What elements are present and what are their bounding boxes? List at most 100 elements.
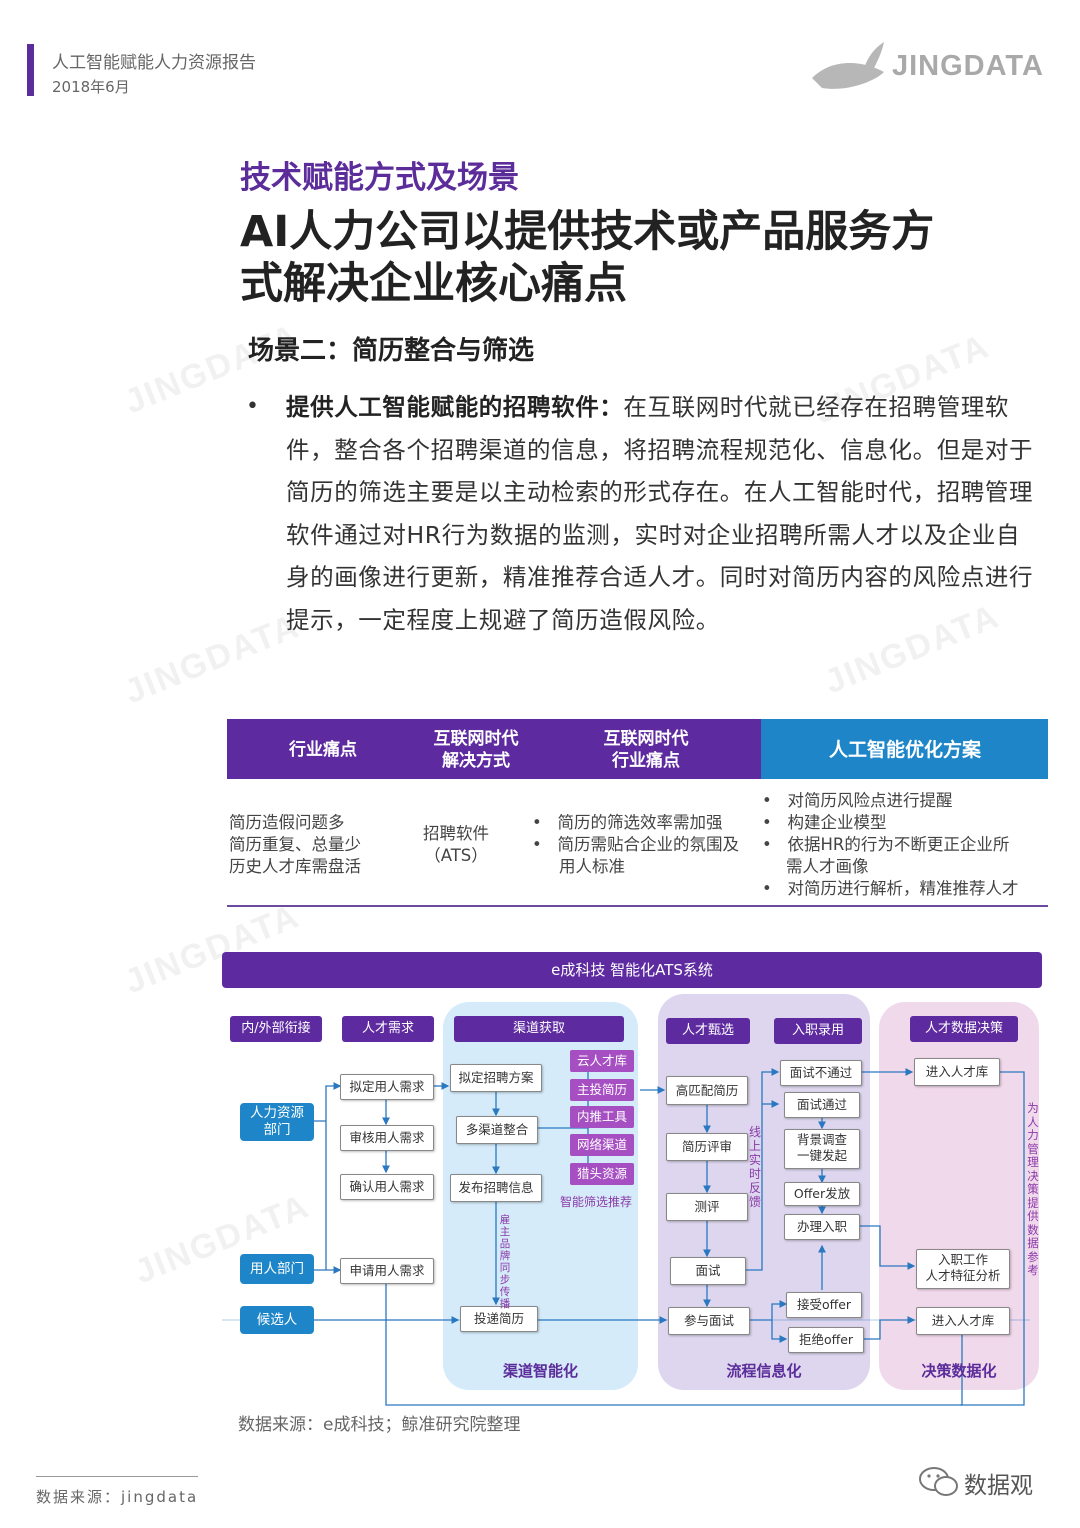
diagram-title: e成科技 智能化ATS系统 [222, 952, 1042, 988]
col-header-internet-solution: 互联网时代 解决方式 [406, 728, 546, 772]
node-submit-resume: 投递简历 [460, 1306, 538, 1332]
section-title: 技术赋能方式及场景 [240, 160, 519, 196]
list-item: 依据HR的行为不断更正企业所 [787, 835, 1010, 854]
col-header-line: 互联网时代 [433, 729, 519, 749]
node-draft-plan: 拟定招聘方案 [450, 1064, 542, 1092]
list-item: 用人标准 [559, 857, 625, 876]
list-item: 对简历风险点进行提醒 [787, 791, 953, 810]
ai-solution-cell: • 对简历风险点进行提醒 • 构建企业模型 • 依据HR的行为不断更正企业所 需… [762, 790, 1018, 900]
bullet-text: 在互联网时代就已经存在招聘管理软件，整合各个招聘渠道的信息，将招聘流程规范化、信… [286, 393, 1034, 634]
list-item: 招聘软件 [423, 824, 489, 843]
node-label: 人才特征分析 [925, 1268, 1001, 1283]
node-high-match: 高匹配简历 [666, 1076, 748, 1105]
node-review-demand: 审核用人需求 [340, 1125, 434, 1151]
node-reject-offer: 拒绝offer [788, 1327, 864, 1353]
actor-hr-department: 人力资源 部门 [240, 1103, 314, 1141]
internet-solution-cell: 招聘软件 （ATS） [412, 823, 500, 867]
table-header [227, 719, 761, 779]
node-background-check: 背景调查 一键发起 [784, 1129, 860, 1169]
bullet-heading: 提供人工智能赋能的招聘软件： [286, 393, 624, 421]
bullet-icon: • [246, 394, 259, 419]
node-talent-pool: 进入人才库 [914, 1058, 1000, 1086]
list-item: 对简历进行解析，精准推荐人才 [787, 879, 1019, 898]
node-draft-demand: 拟定用人需求 [340, 1074, 434, 1100]
sync-label: 雇主品牌同步传播 [499, 1214, 511, 1310]
actor-employing-department: 用人部门 [240, 1254, 314, 1284]
col-header-line: 解决方式 [442, 751, 510, 771]
node-assessment: 测评 [666, 1193, 748, 1221]
col-header-ai-solution: 人工智能优化方案 [828, 739, 981, 761]
node-label: 一键发起 [796, 1148, 847, 1163]
feedback-label: 线上实时反馈 [748, 1125, 761, 1209]
list-item: 需人才画像 [786, 857, 869, 876]
footer-source: 数据来源：jingdata [36, 1488, 199, 1506]
node-talent-pool-2: 进入人才库 [916, 1307, 1010, 1335]
whale-icon [812, 42, 884, 89]
source-referral-tool: 内推工具 [570, 1106, 634, 1128]
internet-pain-cell: • 简历的筛选效率需加强 • 简历需贴合企业的氛围及 用人标准 [532, 812, 739, 878]
wechat-label: 数据观 [964, 1473, 1033, 1499]
source-web-channel: 网络渠道 [570, 1134, 634, 1156]
actor-label: 人力资源 [250, 1105, 304, 1121]
bullet-paragraph: 提供人工智能赋能的招聘软件：在互联网时代就已经存在招聘管理软件，整合各个招聘渠道… [286, 386, 1044, 642]
list-item: 简历造假问题多 [229, 813, 345, 832]
node-confirm-demand: 确认用人需求 [340, 1174, 434, 1200]
report-title: 人工智能赋能人力资源报告 [52, 53, 256, 73]
source-cloud-talent: 云人才库 [570, 1050, 634, 1072]
node-offer-issue: Offer发放 [784, 1182, 860, 1206]
smart-filter-label: 智能筛选推荐 [560, 1195, 633, 1209]
list-item: 简历重复、总量少 [229, 835, 361, 854]
col-header-hiring: 入职录用 [774, 1018, 862, 1044]
region-label-channel: 渠道智能化 [502, 1362, 578, 1380]
col-header-internet-pain: 互联网时代 行业痛点 [576, 728, 716, 772]
footer-divider [36, 1476, 198, 1477]
node-publish-info: 发布招聘信息 [450, 1174, 542, 1202]
decision-side-label: 为人力管理决策提供数据参考 [1027, 1101, 1039, 1277]
node-label: 背景调查 [796, 1132, 847, 1147]
node-accept-offer: 接受offer [786, 1292, 862, 1318]
header-accent-bar [27, 44, 34, 96]
col-header-channel: 渠道获取 [454, 1016, 624, 1042]
col-header-connect: 内/外部衔接 [230, 1016, 322, 1042]
node-resume-review: 简历评审 [666, 1133, 748, 1161]
node-onboard-analysis: 入职工作 人才特征分析 [916, 1249, 1010, 1289]
node-label: 入职工作 [937, 1252, 988, 1267]
region-label-decision: 决策数据化 [921, 1362, 997, 1380]
node-interview-pass: 面试通过 [784, 1092, 860, 1118]
report-date: 2018年6月 [52, 78, 130, 96]
col-header-selection: 人才甄选 [666, 1018, 750, 1044]
actor-candidate: 候选人 [240, 1306, 314, 1334]
col-header-decision: 人才数据决策 [910, 1016, 1018, 1042]
pain-points-cell: 简历造假问题多 简历重复、总量少 历史人才库需盘活 [229, 812, 361, 878]
node-interview-fail: 面试不通过 [780, 1060, 862, 1086]
list-item: 构建企业模型 [787, 813, 887, 832]
list-item: 简历的筛选效率需加强 [557, 813, 723, 832]
list-item: （ATS） [424, 846, 488, 865]
page-title: AI人力公司以提供技术或产品服务方 式解决企业核心痛点 [240, 206, 1050, 310]
page-title-line: AI人力公司以提供技术或产品服务方 [240, 207, 935, 257]
source-headhunter: 猎头资源 [570, 1163, 634, 1185]
source-note: 数据来源：e成科技；鲸准研究院整理 [238, 1415, 521, 1435]
list-item: 简历需贴合企业的氛围及 [557, 835, 739, 854]
region-label-process: 流程信息化 [726, 1362, 802, 1380]
node-onboarding: 办理入职 [784, 1214, 860, 1240]
table-header-ai [761, 719, 1048, 779]
wechat-icon [919, 1467, 958, 1496]
node-attend-interview: 参与面试 [668, 1307, 750, 1335]
bullet-icon: • [532, 835, 558, 854]
col-header-pain: 行业痛点 [289, 740, 357, 760]
col-header-line: 行业痛点 [612, 751, 680, 771]
col-header-line: 互联网时代 [603, 729, 689, 749]
logo-text: JINGDATA [892, 50, 1044, 82]
bullet-icon: • [762, 879, 788, 898]
page-title-line: 式解决企业核心痛点 [240, 259, 627, 309]
node-interview: 面试 [670, 1257, 746, 1285]
node-multi-channel: 多渠道整合 [456, 1116, 538, 1144]
bullet-icon: • [532, 813, 558, 832]
col-header-demand: 人才需求 [342, 1016, 434, 1042]
source-active-resume: 主投简历 [570, 1079, 634, 1101]
node-apply-demand: 申请用人需求 [340, 1258, 434, 1284]
bullet-icon: • [762, 813, 788, 832]
actor-label: 部门 [263, 1122, 291, 1138]
